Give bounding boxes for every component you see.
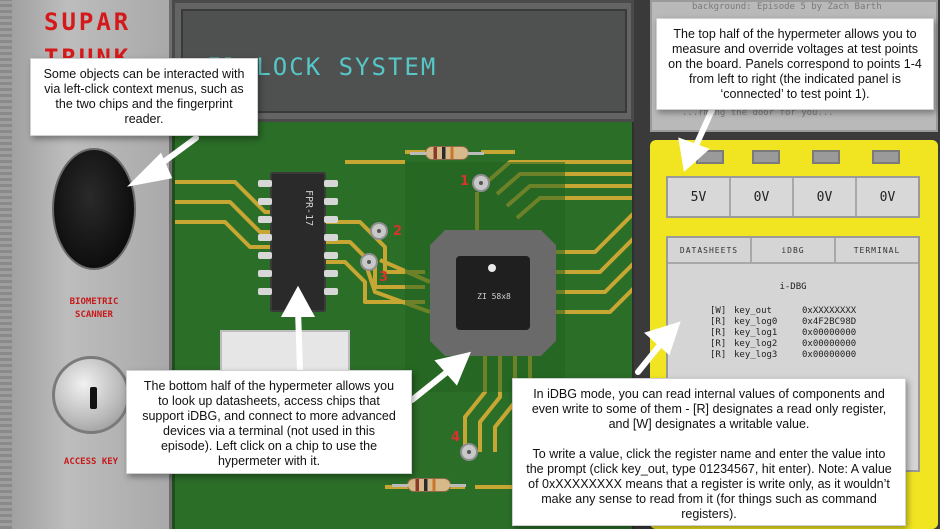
test-point-2: [370, 222, 388, 240]
register-access: [W]: [710, 306, 727, 316]
voltage-panel-4[interactable]: 0V: [879, 189, 896, 205]
tab-idbg[interactable]: iDBG: [752, 238, 836, 262]
fpr-17-chip[interactable]: FPR-17: [270, 172, 326, 312]
register-access: [R]: [710, 328, 727, 338]
probe-indicator-1: [696, 150, 724, 164]
log-line: ...rming the door for you...: [682, 108, 834, 118]
resistor-bottom: [392, 478, 466, 492]
tab-terminal[interactable]: TERMINAL: [853, 245, 901, 255]
test-point-1-label: 1: [460, 174, 470, 189]
chip-pin: [324, 234, 338, 241]
callout-idbg-p1: In iDBG mode, you can read internal valu…: [531, 387, 887, 431]
tab-datasheets[interactable]: DATASHEETS: [668, 238, 752, 262]
keyhole-icon: [90, 387, 97, 409]
scanner-label: BIOMETRIC SCANNER: [69, 297, 119, 320]
register-row: [R] key_log2 0x00000000: [710, 339, 890, 349]
register-name-key-log2[interactable]: key_log2: [734, 339, 778, 349]
resistor-top: [410, 146, 484, 160]
voltage-panels: 5V 0V 0V 0V: [666, 176, 920, 218]
register-row: [R] key_log0 0x4F2BC98D: [710, 317, 890, 327]
access-key-lock[interactable]: [52, 356, 130, 434]
zi-58x8-die: ZI 58x8: [456, 256, 530, 330]
test-point-4-label: 4: [451, 430, 461, 445]
register-name-key-log0[interactable]: key_log0: [734, 317, 778, 327]
chip-pin: [324, 198, 338, 205]
register-name-key-out[interactable]: key_out: [734, 306, 772, 316]
callout-interact: Some objects can be interacted with via …: [30, 58, 258, 136]
fpr-17-chip-label: FPR-17: [303, 190, 314, 227]
register-row: [R] key_log3 0x00000000: [710, 350, 890, 360]
probe-indicator-4: [872, 150, 900, 164]
zi-58x8-chip[interactable]: ZI 58x8: [430, 230, 556, 356]
chip-pin: [324, 270, 338, 277]
zi-58x8-chip-label: ZI 58x8: [477, 292, 511, 301]
test-point-4: [460, 443, 478, 461]
chip-pin: [258, 270, 272, 277]
chip-pin: [324, 252, 338, 259]
chip-pin: [258, 180, 272, 187]
voltage-panel-1[interactable]: 5V: [668, 178, 731, 216]
register-value: 0xXXXXXXXX: [802, 306, 857, 316]
register-row: [W] key_out 0xXXXXXXXX: [710, 306, 890, 316]
test-point-1: [472, 174, 490, 192]
register-access: [R]: [710, 317, 727, 327]
chip-pin: [258, 198, 272, 205]
callout-top-half: The top half of the hypermeter allows yo…: [656, 18, 934, 110]
register-value: 0x00000000: [802, 350, 857, 360]
access-key-label: ACCESS KEY: [63, 457, 119, 467]
register-access: [R]: [710, 339, 727, 349]
chip-pin: [324, 288, 338, 295]
probe-indicator-2: [752, 150, 780, 164]
idbg-title: i-DBG: [779, 282, 807, 292]
register-name-key-log1[interactable]: key_log1: [734, 328, 778, 338]
chip-pin: [258, 234, 272, 241]
register-row: [R] key_log1 0x00000000: [710, 328, 890, 338]
brand-logo: SUPAR: [44, 8, 132, 36]
callout-bottom-half: The bottom half of the hypermeter allows…: [126, 370, 412, 474]
test-point-3: [360, 253, 378, 271]
register-value: 0x4F2BC98D: [802, 317, 857, 327]
log-line: background: Episode 5 by Zach Barth: [692, 2, 882, 12]
test-point-2-label: 2: [393, 224, 403, 239]
register-name-key-log3[interactable]: key_log3: [734, 350, 778, 360]
callout-idbg: In iDBG mode, you can read internal valu…: [512, 378, 906, 526]
chip-pin: [324, 180, 338, 187]
chip-pin: [258, 288, 272, 295]
probe-indicator-3: [812, 150, 840, 164]
chip-pin: [258, 216, 272, 223]
chip-pin: [324, 216, 338, 223]
callout-idbg-p2: To write a value, click the register nam…: [526, 447, 892, 521]
test-point-3-label: 3: [379, 270, 389, 285]
hypermeter-tabs: DATASHEETS iDBG TERMINAL: [668, 238, 918, 264]
pin1-dot: [488, 264, 496, 272]
voltage-panel-2[interactable]: 0V: [731, 178, 794, 216]
chip-pin: [258, 252, 272, 259]
voltage-panel-3[interactable]: 0V: [794, 178, 857, 216]
register-access: [R]: [710, 350, 727, 360]
register-value: 0x00000000: [802, 328, 857, 338]
fingerprint-scanner[interactable]: [52, 148, 136, 270]
register-value: 0x00000000: [802, 339, 857, 349]
